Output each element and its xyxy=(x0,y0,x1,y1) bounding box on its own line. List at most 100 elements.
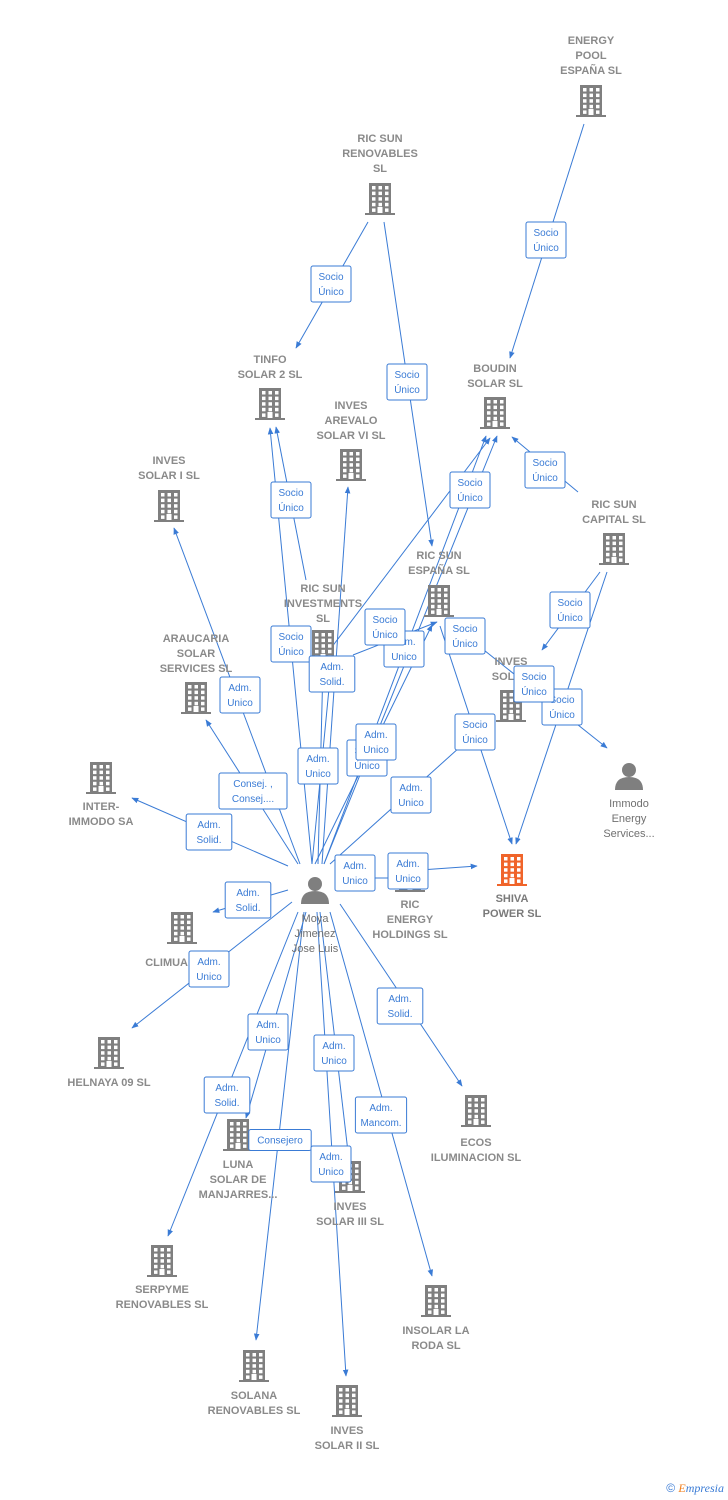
edge-label-text: Consej. , xyxy=(233,779,272,790)
node-label: Energy xyxy=(612,813,647,825)
edge-label[interactable]: Adm.Unico xyxy=(387,852,429,890)
edge-label-text: Socio xyxy=(372,615,397,626)
node-label: RIC xyxy=(401,899,420,911)
node-label: POOL xyxy=(575,50,606,62)
copyright-symbol: © xyxy=(666,1481,676,1495)
node-helnaya[interactable]: HELNAYA 09 SL xyxy=(67,1037,151,1089)
edge-label-text: Adm. xyxy=(396,859,419,870)
node-label: BOUDIN xyxy=(473,363,516,375)
edge-label[interactable]: Consej. ,Consej.... xyxy=(218,772,288,810)
edge-label-text: Adm. xyxy=(399,783,422,794)
building-icon xyxy=(599,533,629,565)
edge-label[interactable]: Adm. Unico xyxy=(355,723,397,761)
edge-label[interactable]: Adm.Unico xyxy=(310,1145,352,1183)
edge-label[interactable]: Adm.Unico xyxy=(297,747,339,785)
brand-logo[interactable]: Empresia xyxy=(678,1481,724,1495)
edge-label-box xyxy=(549,591,591,629)
edge-label[interactable]: Adm.Solid. xyxy=(376,987,424,1025)
edge-label-box xyxy=(247,1013,289,1051)
edge-label-box xyxy=(524,451,566,489)
node-label: RIC SUN xyxy=(300,583,345,595)
node-label: SOLAR 2 SL xyxy=(238,369,303,381)
edge-label[interactable]: Adm.Unico xyxy=(219,676,261,714)
building-icon xyxy=(576,85,606,117)
edge-label-box xyxy=(513,665,555,703)
edge-label-box xyxy=(310,265,352,303)
node-label: IMMODO SA xyxy=(69,816,134,828)
edge-label-box xyxy=(218,772,288,810)
node-label: MANJARRES... xyxy=(199,1189,278,1201)
building-icon xyxy=(421,1285,451,1317)
edge-label-text: Unico xyxy=(398,798,424,809)
node-label: RIC SUN xyxy=(416,550,461,562)
edge-label[interactable]: Adm.Solid. xyxy=(224,881,272,919)
edge-label-text: Unico xyxy=(318,1167,344,1178)
node-label: SOLAR I SL xyxy=(138,470,200,482)
edge-label[interactable]: Adm.Unico xyxy=(334,854,376,892)
edge-label[interactable]: Adm.Mancom. xyxy=(354,1096,408,1134)
building-icon xyxy=(461,1095,491,1127)
edge-label-text: Socio xyxy=(462,720,487,731)
node-label: RENOVABLES SL xyxy=(116,1299,209,1311)
edge-label-text: Adm. xyxy=(306,754,329,765)
node-label: INVES xyxy=(330,1425,363,1437)
edge-label[interactable]: Consejero xyxy=(248,1129,312,1151)
edge-label-box xyxy=(188,950,230,988)
edge-label-text: Adm. xyxy=(364,730,387,741)
node-immodo-energy[interactable]: ImmodoEnergyServices... xyxy=(603,763,655,840)
building-icon xyxy=(154,490,184,522)
edge-label-text: Adm. xyxy=(215,1083,238,1094)
node-inter-immodo[interactable]: INTER-IMMODO SA xyxy=(69,762,134,828)
edge-label[interactable]: Adm.Unico xyxy=(188,950,230,988)
edge-label-text: Adm. xyxy=(322,1041,345,1052)
building-icon xyxy=(147,1245,177,1277)
edge-label-text: Adm. xyxy=(197,820,220,831)
node-label: Immodo xyxy=(609,798,649,810)
edge-label[interactable]: Adm.Unico xyxy=(313,1034,355,1072)
node-label: POWER SL xyxy=(483,908,542,920)
edge-label-text: Unico xyxy=(363,745,389,756)
node-label: INVES xyxy=(152,455,185,467)
edge-label-text: Socio xyxy=(278,488,303,499)
edge-label-text: Único xyxy=(372,628,398,641)
node-inves-solar-i[interactable]: INVES SOLAR I SL xyxy=(138,455,200,522)
edge-label[interactable]: Adm.Solid. xyxy=(203,1076,251,1114)
edge-label[interactable]: Adm.Unico xyxy=(247,1013,289,1051)
node-label: SOLANA xyxy=(231,1390,278,1402)
edge-label[interactable]: Adm.Solid. xyxy=(308,655,356,693)
edge-label[interactable]: Adm.Solid. xyxy=(185,813,233,851)
node-climua[interactable]: CLIMUA xyxy=(145,912,197,969)
edge-label-text: Unico xyxy=(196,972,222,983)
edge-label[interactable]: Adm. Unico xyxy=(390,776,432,814)
node-label: SL xyxy=(316,613,330,625)
